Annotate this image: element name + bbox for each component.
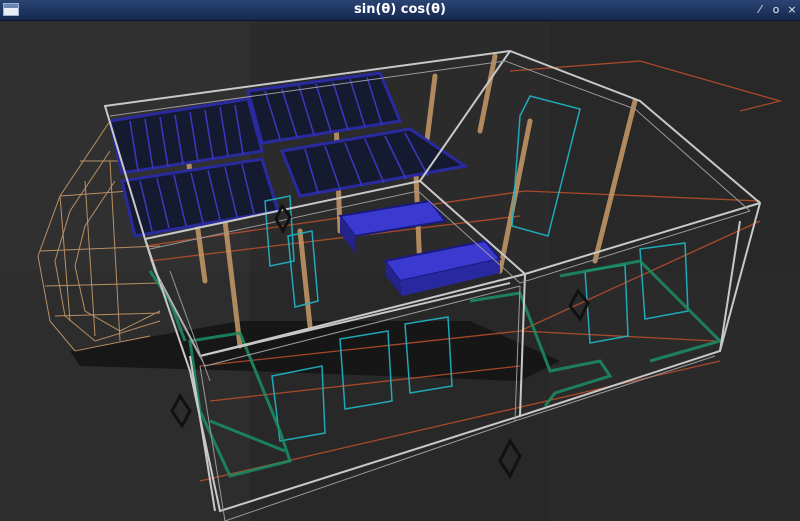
3d-viewport[interactable] — [0, 21, 800, 521]
cyan-panels — [264, 95, 689, 442]
green-benches — [148, 259, 723, 478]
link-shapes — [170, 203, 590, 479]
cab-wireframe — [37, 120, 161, 352]
inner-frame — [109, 60, 751, 521]
background-panel — [550, 21, 800, 271]
storage-boxes — [338, 199, 502, 296]
roof-panel-slats — [129, 76, 429, 232]
title-bar[interactable]: sin(θ) cos(θ) ⁄ o × — [0, 0, 800, 21]
wireframe-scene — [0, 21, 800, 521]
window-icon[interactable] — [3, 3, 19, 16]
edit-icon[interactable]: ⁄ — [759, 3, 761, 16]
minimize-button[interactable]: o — [772, 3, 780, 16]
close-button[interactable]: × — [787, 3, 797, 16]
window-title: sin(θ) cos(θ) — [354, 2, 446, 17]
background-panel — [0, 271, 250, 521]
background-panel — [250, 271, 550, 521]
